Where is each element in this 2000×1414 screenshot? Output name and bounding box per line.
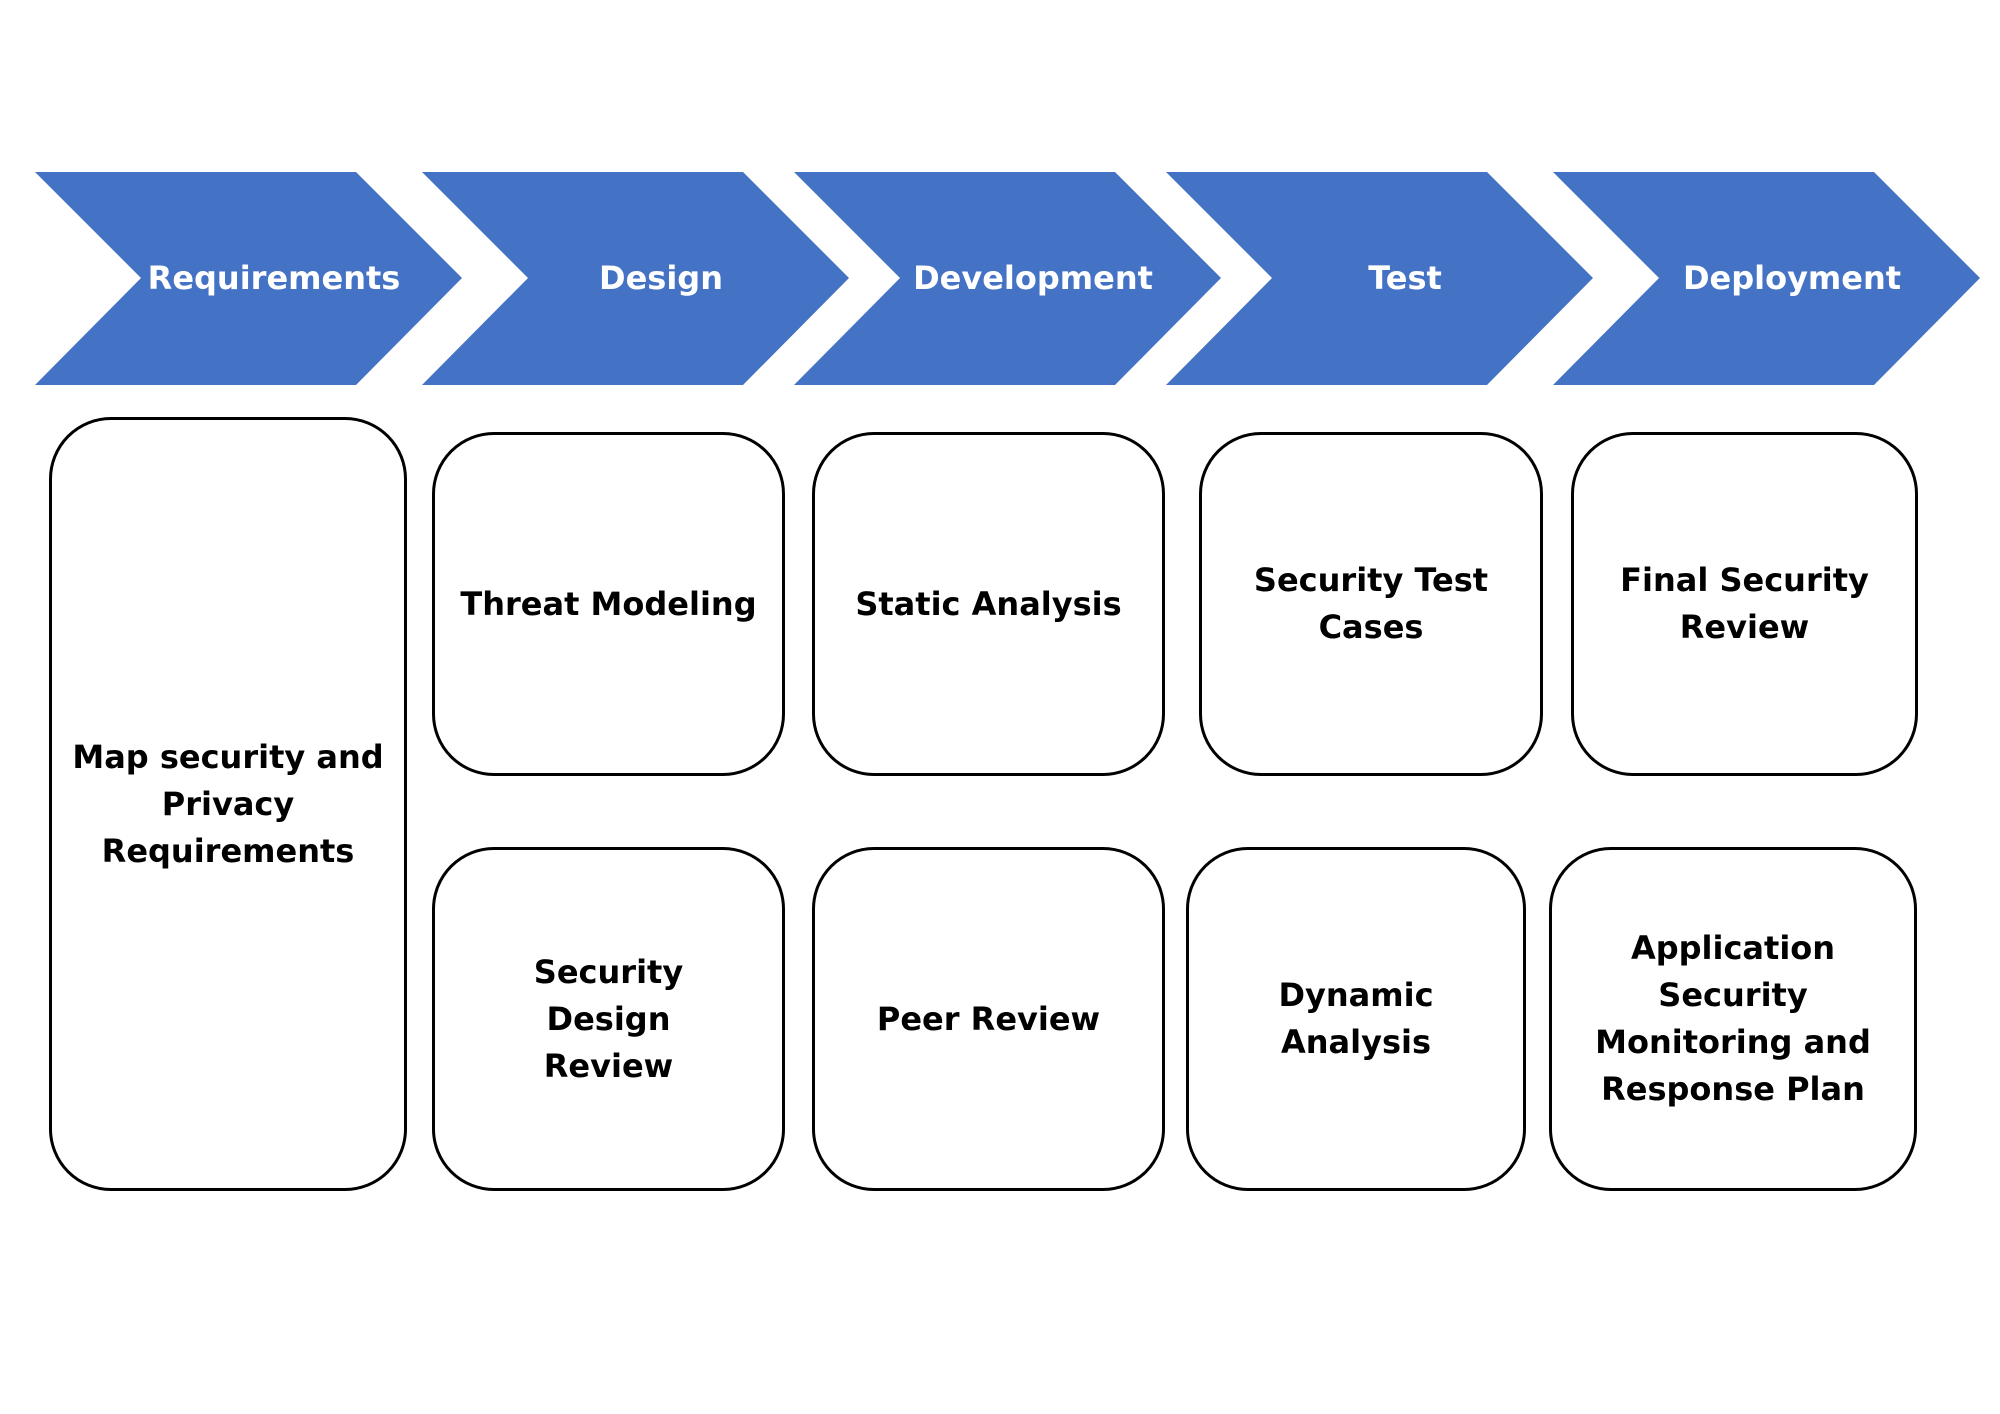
chevron-development — [794, 172, 1221, 385]
activity-box-final-security-review: Final Security Review — [1571, 432, 1918, 776]
activity-label: Peer Review — [876, 999, 1101, 1038]
activity-label: Static Analysis — [855, 584, 1122, 623]
phase-label-design: Design — [599, 259, 723, 297]
activity-box-threat-modeling: Threat Modeling — [432, 432, 785, 776]
activity-label: Security Design Review — [533, 952, 684, 1085]
phase-label-deployment: Deployment — [1682, 259, 1902, 297]
activity-box-static-analysis: Static Analysis — [812, 432, 1165, 776]
activity-box-dynamic-analysis: Dynamic Analysis — [1186, 847, 1526, 1191]
activity-box-peer-review: Peer Review — [812, 847, 1165, 1191]
activity-label: Security Test Cases — [1253, 561, 1489, 646]
activity-box-map-security-requirements: Map security and Privacy Requirements — [49, 417, 407, 1191]
activity-label: Threat Modeling — [460, 584, 757, 623]
phase-label-development: Development — [913, 259, 1153, 297]
phase-label-requirements: Requirements — [147, 259, 401, 297]
activity-label: Dynamic Analysis — [1278, 976, 1434, 1061]
chevron-requirements — [35, 172, 462, 385]
activity-box-security-design-review: Security Design Review — [432, 847, 785, 1191]
activity-box-monitoring-response-plan: Application Security Monitoring and Resp… — [1549, 847, 1917, 1191]
activity-box-security-test-cases: Security Test Cases — [1199, 432, 1543, 776]
chevron-test — [1166, 172, 1593, 385]
activity-label: Application Security Monitoring and Resp… — [1595, 929, 1871, 1108]
activity-label: Final Security Review — [1620, 561, 1869, 646]
chevron-deployment — [1553, 172, 1980, 385]
chevron-design — [422, 172, 849, 385]
phase-label-test: Test — [1368, 259, 1442, 297]
activity-label: Map security and Privacy Requirements — [72, 737, 384, 870]
